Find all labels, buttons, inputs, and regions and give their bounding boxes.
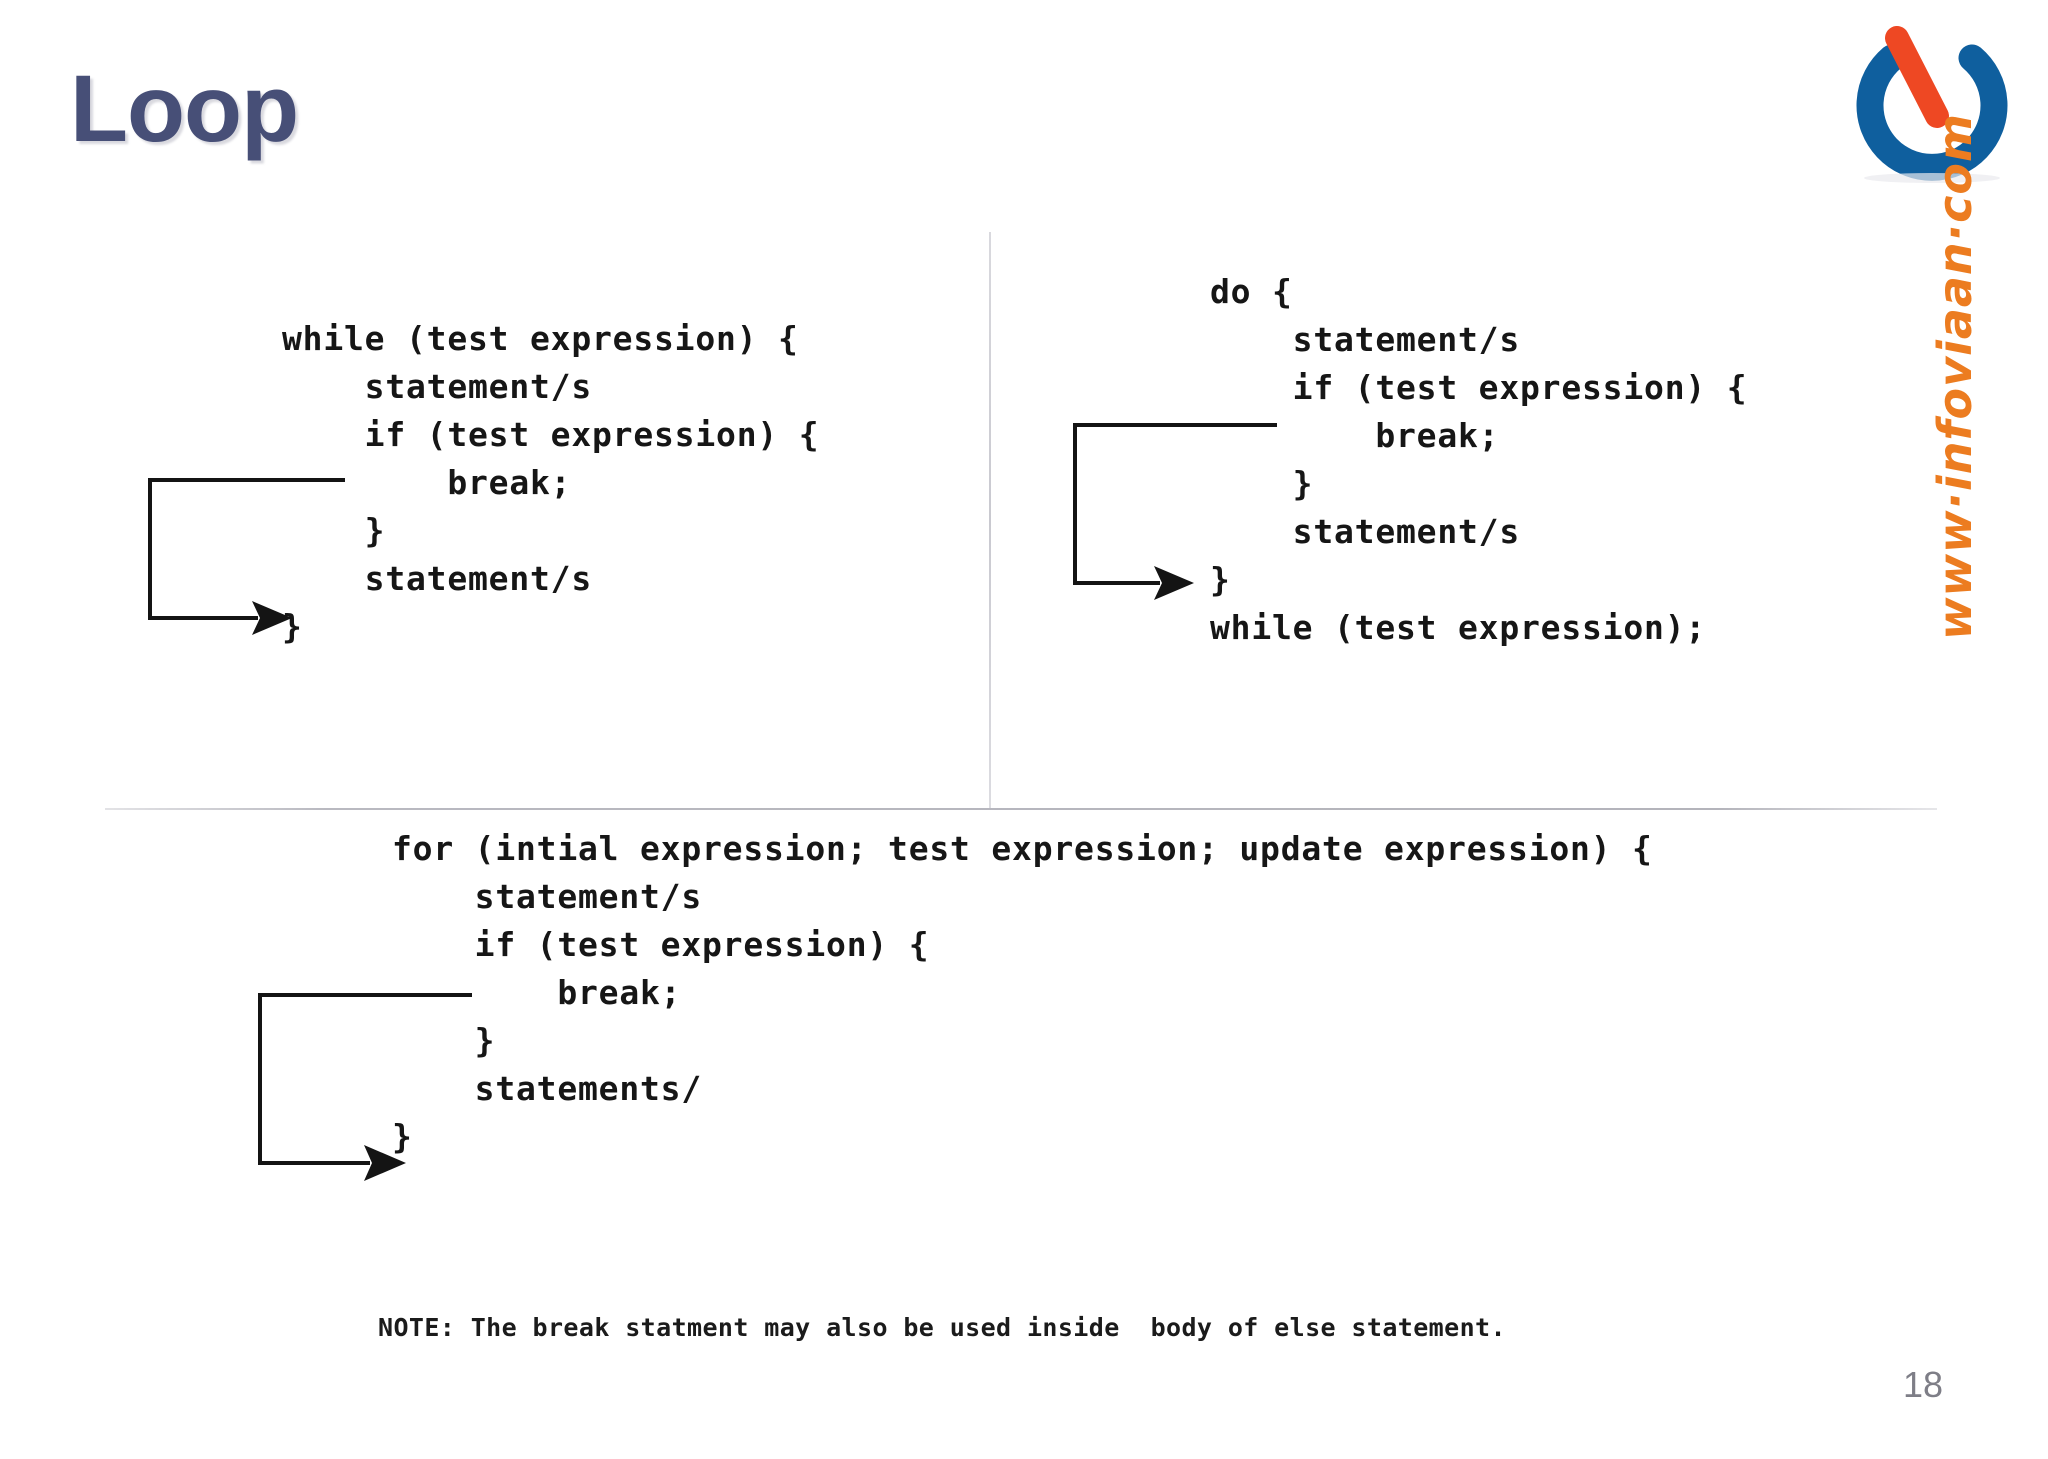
do-while-break-exit-arrow [1073,423,1277,600]
page-number: 18 [1903,1364,1944,1405]
do-while-loop-pseudocode: do { statement/s if (test expression) { … [1210,272,1748,647]
site-watermark: www·infoviaan·com [1928,113,1982,640]
for-break-exit-arrow [258,993,472,1181]
while-loop-pseudocode: while (test expression) { statement/s if… [282,319,820,646]
note-text: NOTE: The break statment may also be use… [378,1313,1506,1342]
horizontal-divider [105,808,1937,810]
page-title: Loop [70,56,299,162]
power-button-logo [1834,16,2030,186]
vertical-divider [989,232,991,810]
while-break-exit-arrow [148,478,345,635]
for-loop-pseudocode: for (intial expression; test expression;… [392,829,1653,1156]
